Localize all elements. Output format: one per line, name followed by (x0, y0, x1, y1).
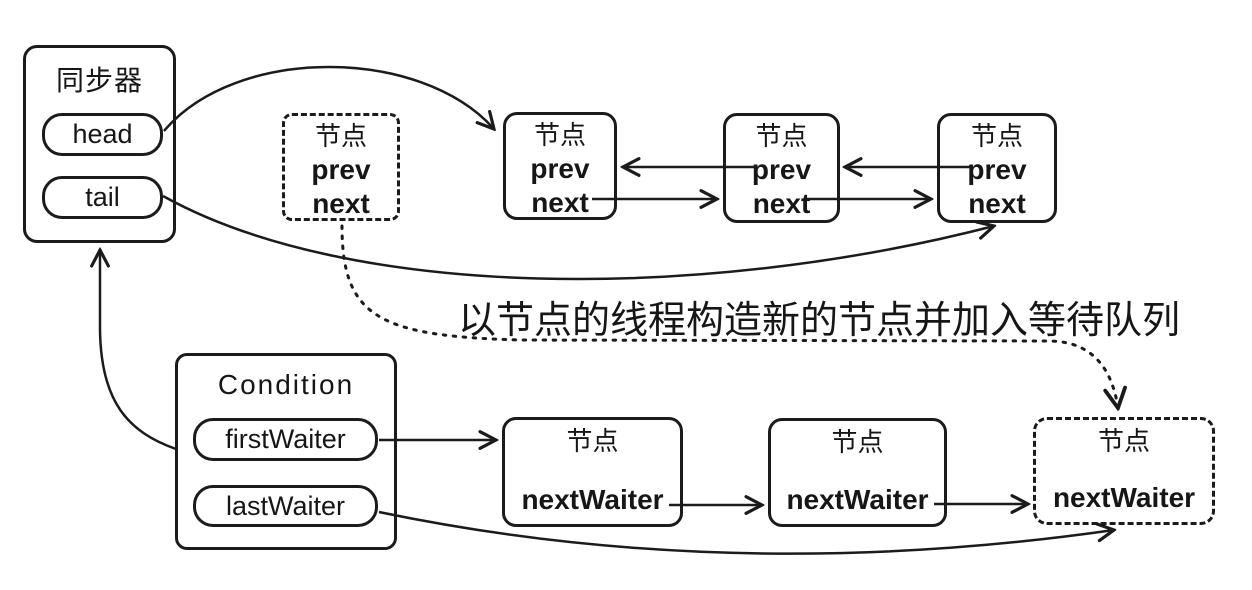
wait-queue-node-2: 节点 nextWaiter (768, 418, 947, 527)
prev-field: prev (751, 154, 812, 185)
synchronizer-title: 同步器 (55, 65, 143, 96)
prev-field: prev (530, 153, 590, 184)
wait-queue-node-1: 节点 nextWaiter (502, 417, 683, 527)
next-waiter-field: nextWaiter (521, 484, 664, 515)
last-waiter-field: lastWaiter (193, 485, 378, 527)
arrow-condition-to-synchronizer (100, 250, 177, 451)
node-title: 节点 (970, 121, 1023, 151)
prev-field: prev (311, 154, 371, 185)
sync-queue-node-2: 节点 prev next (723, 113, 840, 223)
sync-queue-node-1: 节点 prev next (503, 112, 617, 220)
annotation-text: 以节点的线程构造新的节点并加入等待队列 (458, 300, 1181, 342)
condition-title: Condition (217, 369, 355, 400)
node-title: 节点 (755, 121, 808, 151)
sync-queue-node-3: 节点 prev next (937, 113, 1057, 223)
next-waiter-field: nextWaiter (786, 484, 929, 515)
next-field: next (312, 188, 370, 219)
node-title: 节点 (314, 121, 367, 151)
next-field: next (531, 187, 589, 218)
head-field: head (42, 113, 163, 156)
node-title: 节点 (566, 426, 619, 456)
node-title: 节点 (1097, 426, 1150, 456)
arrow-last-waiter-to-waiter3 (378, 510, 1114, 555)
tail-field: tail (42, 176, 163, 219)
next-field: next (752, 188, 811, 219)
next-waiter-field: nextWaiter (1052, 482, 1196, 513)
sync-queue-new-node: 节点 prev next (282, 113, 400, 221)
next-field: next (968, 188, 1026, 219)
node-title: 节点 (533, 120, 586, 150)
prev-field: prev (967, 154, 1027, 185)
node-title: 节点 (831, 427, 884, 457)
wait-queue-node-3: 节点 nextWaiter (1033, 417, 1215, 525)
first-waiter-field: firstWaiter (193, 418, 378, 461)
